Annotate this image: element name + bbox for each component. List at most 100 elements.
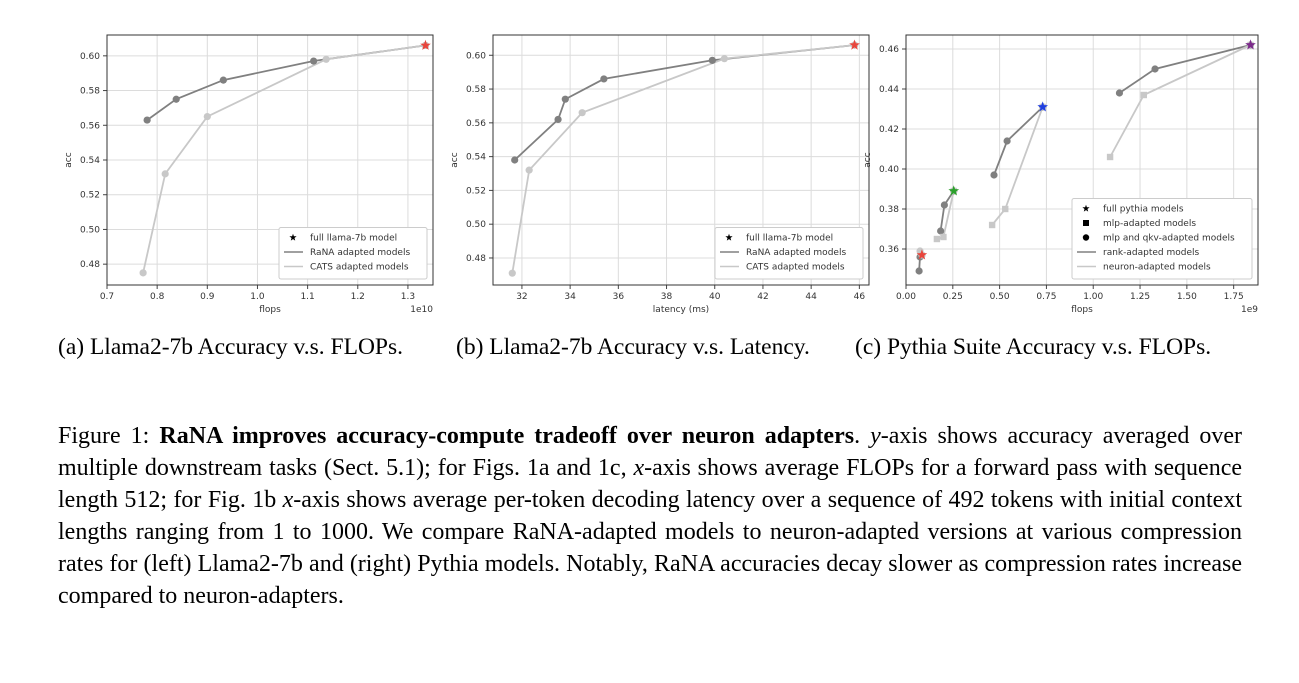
y-tick-label: 0.58 <box>466 85 486 95</box>
subcaption-a: (a) Llama2-7b Accuracy v.s. FLOPs. <box>58 334 404 360</box>
x-offset-label: 1e10 <box>410 305 433 315</box>
y-tick-label: 0.36 <box>879 245 899 255</box>
caption-text-1: . <box>854 423 871 449</box>
x-tick-label: 32 <box>516 292 527 302</box>
plot-frame <box>905 34 1259 286</box>
legend-label: mlp-adapted models <box>1103 219 1196 229</box>
y-tick-label: 0.58 <box>80 87 100 97</box>
star-marker <box>1037 101 1048 112</box>
star-marker <box>916 249 928 260</box>
data-point <box>172 95 180 103</box>
y-tick-label: 0.60 <box>466 51 486 61</box>
data-point <box>1115 89 1124 97</box>
data-point <box>508 269 516 277</box>
y-tick-label: 0.54 <box>466 153 486 163</box>
star-marker <box>420 39 431 50</box>
y-tick-label: 0.48 <box>80 260 100 270</box>
data-point <box>937 227 945 235</box>
y-axis-label: acc <box>863 152 873 167</box>
y-tick-label: 0.42 <box>879 125 899 135</box>
star-marker <box>849 39 860 50</box>
plot-frame <box>492 34 870 286</box>
x-tick-label: 1.2 <box>351 292 365 302</box>
subcaption-c: (c) Pythia Suite Accuracy v.s. FLOPs. <box>855 334 1212 360</box>
legend-label: mlp and qkv-adapted models <box>1103 234 1235 244</box>
legend-star <box>289 233 297 241</box>
caption-text-3: -axis shows average FLOPs for a forward … <box>58 455 1242 513</box>
subcaption-b: (b) Llama2-7b Accuracy v.s. Latency. <box>456 334 810 360</box>
legend-label: full pythia models <box>1103 205 1184 215</box>
legend-label: full llama-7b model <box>746 234 833 244</box>
data-point <box>915 267 923 275</box>
x-tick-label: 38 <box>661 292 673 302</box>
legend-label: rank-adapted models <box>1103 248 1199 258</box>
x-tick-label: 1.00 <box>1083 292 1103 302</box>
x-tick-label: 36 <box>613 292 625 302</box>
y-axis-label: acc <box>450 152 460 167</box>
x-tick-label: 44 <box>805 292 817 302</box>
x-tick-label: 0.25 <box>943 292 963 302</box>
data-point <box>933 235 941 243</box>
x-tick-label: 1.0 <box>250 292 265 302</box>
y-tick-label: 0.52 <box>466 186 486 196</box>
x-tick-label: 0.9 <box>200 292 215 302</box>
x-tick-label: 40 <box>709 292 721 302</box>
data-point <box>143 116 151 124</box>
legend-label: neuron-adapted models <box>1103 263 1211 273</box>
legend-label: RaNA adapted models <box>746 248 846 258</box>
plot-frame <box>106 34 434 286</box>
caption-text-4: -axis shows average per-token decoding l… <box>58 487 1242 609</box>
data-point <box>139 269 147 277</box>
legend-label: RaNA adapted models <box>310 248 410 258</box>
y-tick-label: 0.56 <box>466 119 486 129</box>
star-marker <box>948 185 960 196</box>
x-tick-label: 1.3 <box>401 292 415 302</box>
caption-x-variable: x <box>633 455 645 481</box>
data-point <box>511 156 519 164</box>
data-point <box>219 76 227 84</box>
data-point <box>988 221 996 229</box>
data-point <box>990 171 998 179</box>
y-tick-label: 0.40 <box>879 165 899 175</box>
legend-star <box>725 233 733 241</box>
x-tick-label: 42 <box>757 292 768 302</box>
caption-x-variable-2: x <box>282 487 294 513</box>
data-point <box>600 75 608 83</box>
legend-box <box>278 227 428 280</box>
legend-label: CATS adapted models <box>310 263 409 273</box>
x-tick-label: 1.75 <box>1224 292 1244 302</box>
x-tick-label: 0.8 <box>150 292 165 302</box>
data-point <box>720 55 728 63</box>
x-axis-label: flops <box>1071 305 1093 315</box>
data-point <box>322 55 330 63</box>
data-point <box>1003 137 1011 145</box>
data-point <box>940 233 947 241</box>
caption-bold-title: RaNA improves accuracy-compute tradeoff … <box>159 423 855 449</box>
figure-caption: Figure 1: RaNA improves accuracy-compute… <box>58 420 1242 612</box>
data-point <box>1140 91 1147 99</box>
x-tick-label: 0.7 <box>100 292 114 302</box>
y-tick-label: 0.52 <box>80 191 100 201</box>
data-point <box>1106 153 1114 161</box>
caption-text-2: -axis shows accuracy averaged over multi… <box>58 423 1243 481</box>
y-tick-label: 0.60 <box>80 52 100 62</box>
y-tick-label: 0.48 <box>466 254 486 264</box>
y-tick-label: 0.54 <box>80 156 100 166</box>
x-tick-label: 0.75 <box>1036 292 1056 302</box>
y-tick-label: 0.50 <box>466 220 486 230</box>
legend-label: CATS adapted models <box>746 263 845 273</box>
data-point <box>708 56 716 64</box>
data-point <box>203 112 211 121</box>
legend-label: full llama-7b model <box>310 234 397 244</box>
x-tick-label: 1.50 <box>1177 292 1197 302</box>
y-tick-label: 0.38 <box>879 205 899 215</box>
y-tick-label: 0.50 <box>80 225 100 235</box>
data-point <box>561 95 569 103</box>
data-point <box>554 115 562 124</box>
x-tick-label: 34 <box>564 292 576 302</box>
